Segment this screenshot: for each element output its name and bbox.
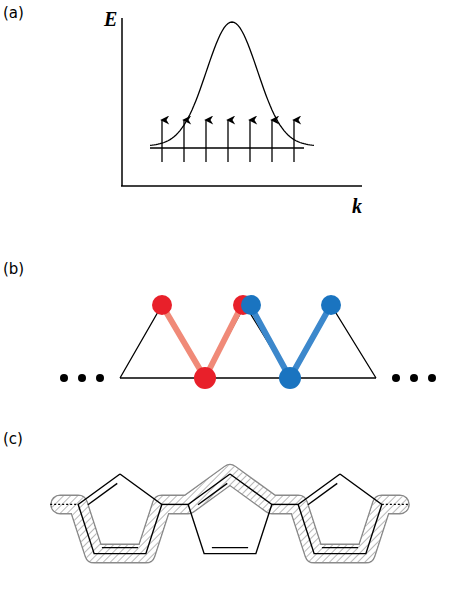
chain-end xyxy=(50,504,78,505)
spin-arrow xyxy=(271,120,272,162)
double-bond xyxy=(102,547,138,548)
spin-arrow xyxy=(205,120,206,162)
axis-label: k xyxy=(352,196,362,216)
band-curve xyxy=(150,22,314,148)
hatched-band xyxy=(60,474,400,554)
bonds xyxy=(162,305,331,378)
spin-arrow xyxy=(227,120,228,162)
pentagon xyxy=(188,474,272,554)
triangle-chain xyxy=(120,305,376,378)
conjugation-bands xyxy=(60,474,400,554)
spin-arrows xyxy=(162,120,294,162)
link-bond xyxy=(272,504,298,505)
double-bond xyxy=(198,483,227,504)
spin-arrow xyxy=(183,120,184,162)
panel-label: (a) xyxy=(3,6,24,21)
pentagon xyxy=(78,474,162,554)
ellipsis-dots xyxy=(60,374,436,382)
level-line xyxy=(150,147,304,149)
axis-label: E xyxy=(104,9,117,29)
spin-arrow xyxy=(249,120,250,162)
double-bond xyxy=(212,547,248,548)
double-bond xyxy=(88,483,117,504)
spin-arrow xyxy=(161,120,162,162)
pentagon xyxy=(298,474,382,554)
double-bond xyxy=(308,483,337,504)
double-bond xyxy=(322,547,358,548)
hatched-band xyxy=(60,474,400,554)
atoms xyxy=(152,295,341,389)
hatched-band xyxy=(60,474,400,554)
panel-label: (b) xyxy=(3,262,24,277)
spin-arrow xyxy=(293,120,294,162)
gaussian-curve xyxy=(150,22,314,145)
pentagon-chain xyxy=(50,474,410,554)
link-bond xyxy=(162,504,188,505)
axes xyxy=(121,18,362,186)
chain-end xyxy=(382,504,410,505)
panel-label: (c) xyxy=(3,432,23,447)
